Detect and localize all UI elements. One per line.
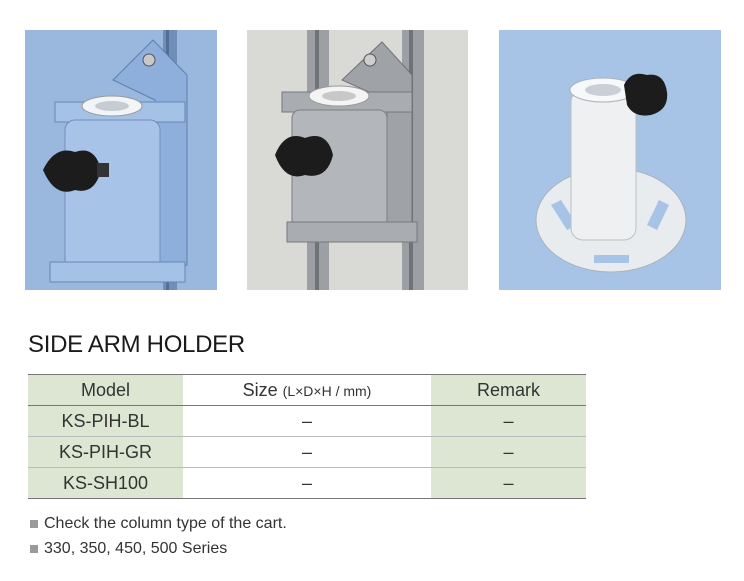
spec-table: Model Size (L×D×H / mm) Remark KS-PIH-BL…	[28, 374, 586, 499]
note-text: 330, 350, 450, 500 Series	[44, 539, 228, 557]
cell-size: –	[301, 441, 312, 462]
header-model: Model	[28, 374, 183, 406]
square-bullet-icon	[30, 519, 38, 528]
product-photo-blue-holder	[25, 30, 217, 290]
cell-size: –	[301, 410, 312, 431]
cell-remark: –	[431, 467, 586, 499]
product-photo-plate-holder	[499, 30, 721, 290]
section-title: SIDE ARM HOLDER	[28, 331, 245, 358]
cell-remark: –	[431, 405, 586, 437]
cell-model: KS-PIH-GR	[28, 436, 183, 468]
header-size: Size (L×D×H / mm)	[183, 375, 431, 406]
table-header-row: Model Size (L×D×H / mm) Remark	[28, 374, 586, 406]
table-row: KS-SH100 – –	[28, 467, 586, 499]
notes-list: Check the column type of the cart. 330, …	[30, 511, 287, 561]
cell-remark: –	[431, 436, 586, 468]
square-bullet-icon	[30, 544, 38, 553]
header-remark: Remark	[431, 374, 586, 406]
note-item: 330, 350, 450, 500 Series	[30, 536, 287, 561]
table-row: KS-PIH-BL – –	[28, 405, 586, 437]
table-row: KS-PIH-GR – –	[28, 436, 586, 468]
cell-size: –	[301, 472, 312, 493]
header-size-label: Size	[242, 379, 278, 400]
cell-model: KS-SH100	[28, 467, 183, 499]
product-photo-gray-holder	[247, 30, 468, 290]
header-size-unit: (L×D×H / mm)	[282, 382, 372, 399]
cell-model: KS-PIH-BL	[28, 405, 183, 437]
note-item: Check the column type of the cart.	[30, 511, 287, 536]
note-text: Check the column type of the cart.	[44, 514, 287, 532]
